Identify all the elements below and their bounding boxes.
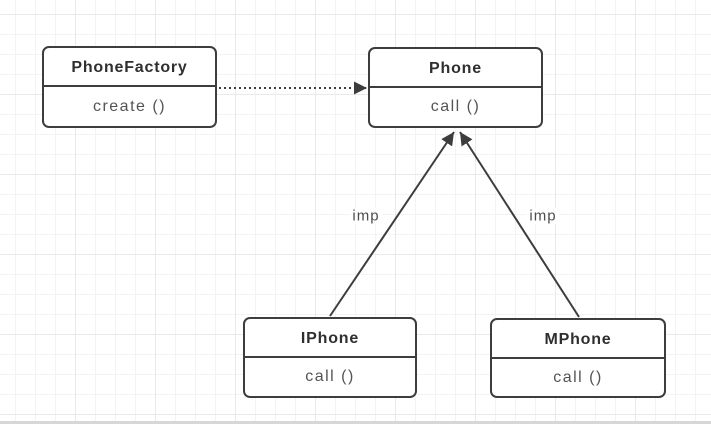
edge-label-imp-right[interactable]: imp xyxy=(526,207,560,225)
class-method: call () xyxy=(553,368,603,386)
class-title: IPhone xyxy=(245,319,415,358)
class-method: call () xyxy=(430,98,481,115)
edge-label-imp-left[interactable]: imp xyxy=(349,207,383,225)
class-title: MPhone xyxy=(492,320,664,359)
imp-arrow-mphone-to-phone[interactable] xyxy=(459,131,580,318)
class-node-iphone[interactable]: IPhone call () xyxy=(243,317,417,398)
class-title: PhoneFactory xyxy=(44,48,215,87)
imp-arrow-iphone-to-phone[interactable] xyxy=(329,131,455,317)
class-method: call () xyxy=(305,368,355,385)
class-node-mphone[interactable]: MPhone call () xyxy=(490,318,666,398)
class-node-phone[interactable]: Phone call () xyxy=(368,47,543,128)
class-node-phonefactory[interactable]: PhoneFactory create () xyxy=(42,46,217,128)
class-title: Phone xyxy=(370,49,541,88)
class-method: create () xyxy=(92,97,167,115)
canvas-bottom-edge xyxy=(0,421,711,424)
